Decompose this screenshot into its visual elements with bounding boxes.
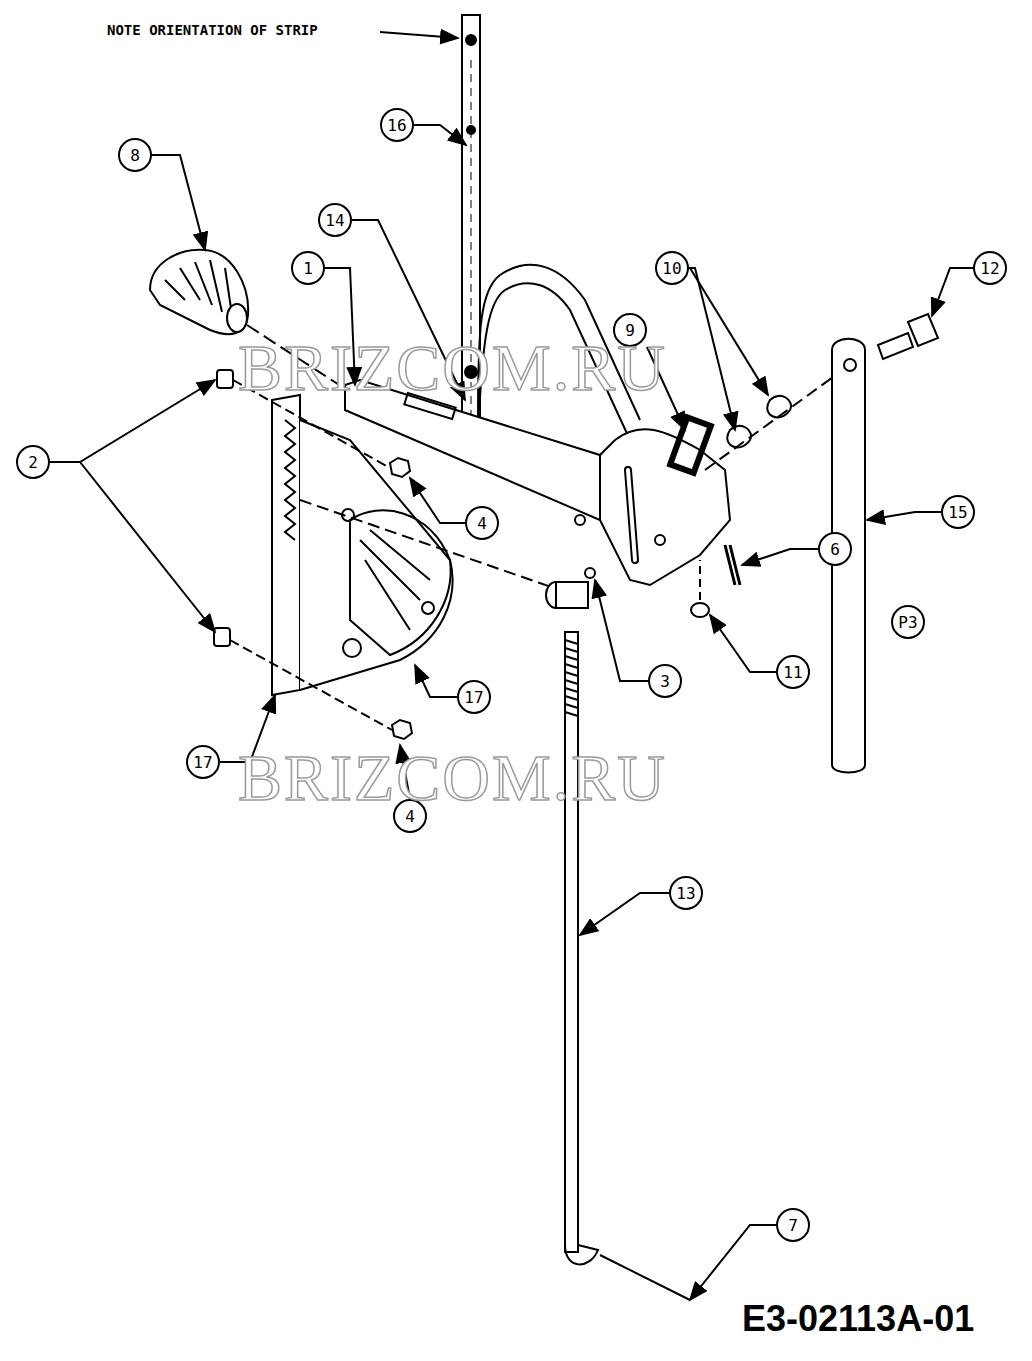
callout-circle: 4 bbox=[465, 506, 499, 540]
callout-circle: 13 bbox=[669, 876, 703, 910]
callout-number: 1 bbox=[303, 259, 313, 278]
callout-number: 17 bbox=[464, 688, 483, 707]
callout-number: 6 bbox=[830, 540, 840, 559]
callout-circle: 14 bbox=[318, 203, 352, 237]
callout-circle: 17 bbox=[186, 745, 220, 779]
callout-number: 11 bbox=[783, 663, 802, 682]
callout-circle: 10 bbox=[655, 251, 689, 285]
callout-number: 14 bbox=[325, 211, 344, 230]
callout-circle: 8 bbox=[118, 138, 152, 172]
callout-number: 8 bbox=[130, 146, 140, 165]
note-text: NOTE ORIENTATION OF STRIP bbox=[107, 22, 318, 38]
callout-circle: 17 bbox=[457, 680, 491, 714]
callout-circle: 2 bbox=[16, 445, 50, 479]
callout-number: P3 bbox=[898, 613, 917, 632]
callout-number: 2 bbox=[28, 453, 38, 472]
watermark: BRIZCOM.RU bbox=[238, 740, 667, 816]
callout-number: 10 bbox=[662, 259, 681, 278]
callout-circle: 1 bbox=[291, 251, 325, 285]
callout-circle: 12 bbox=[973, 251, 1007, 285]
callout-circle: 3 bbox=[648, 664, 682, 698]
callout-number: 4 bbox=[477, 514, 487, 533]
callout-circle: 7 bbox=[776, 1208, 810, 1242]
callout-number: 7 bbox=[788, 1216, 798, 1235]
callout-circle: 16 bbox=[380, 108, 414, 142]
callout-circle: 6 bbox=[818, 532, 852, 566]
callout-number: 15 bbox=[948, 503, 967, 522]
drawing-number: E3-02113A-01 bbox=[742, 1298, 974, 1340]
callout-circle: 11 bbox=[776, 655, 810, 689]
callout-number: 17 bbox=[193, 753, 212, 772]
callout-circle: P3 bbox=[891, 605, 925, 639]
callout-number: 12 bbox=[980, 259, 999, 278]
callout-number: 13 bbox=[676, 884, 695, 903]
callout-number: 3 bbox=[660, 672, 670, 691]
callout-number: 16 bbox=[387, 116, 406, 135]
watermark: BRIZCOM.RU bbox=[238, 330, 667, 406]
callout-circle: 15 bbox=[941, 495, 975, 529]
